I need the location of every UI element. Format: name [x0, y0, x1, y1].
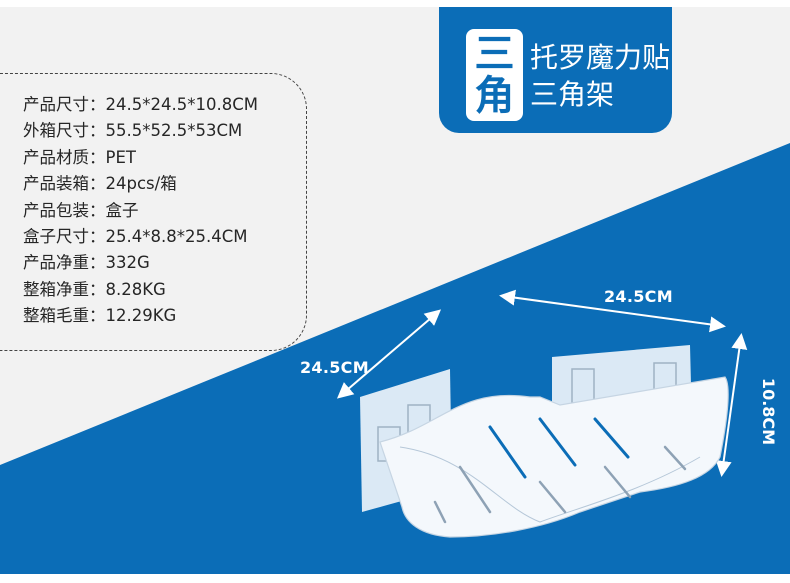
spec-row: 产品尺寸：24.5*24.5*10.8CM [23, 95, 258, 114]
spec-row: 整箱毛重：12.29KG [23, 306, 177, 326]
spec-row: 产品净重：332G [23, 253, 150, 273]
spec-row: 外箱尺寸：55.5*52.5*53CM [23, 121, 243, 141]
spec-row: 盒子尺寸：25.4*8.8*25.4CM [23, 226, 248, 246]
spec-row: 整箱净重：8.28KG [23, 279, 166, 299]
height-dimension-label: 10.8CM [759, 377, 779, 446]
title-icon-char: 角 [474, 73, 515, 119]
spec-dashed-frame [0, 73, 307, 351]
dimension-arrows [336, 289, 748, 477]
spec-row: 产品材质：PET [23, 147, 136, 167]
title-badge: 三 角 托罗魔力贴 三角架 [439, 7, 672, 133]
spec-row: 产品包装：盒子 [23, 200, 139, 220]
product-title: 托罗魔力贴 三角架 [530, 41, 671, 111]
width-dimension-label: 24.5CM [604, 287, 673, 306]
depth-dimension-label: 24.5CM [300, 358, 369, 377]
spec-row: 产品装箱：24pcs/箱 [23, 174, 177, 194]
product-banner: 产品尺寸：24.5*24.5*10.8CM 外箱尺寸：55.5*52.5*53C… [0, 7, 790, 574]
title-icon-box: 三 角 [466, 29, 523, 121]
title-icon-char: 三 [474, 31, 515, 77]
corner-shelf-image [360, 345, 729, 538]
spec-list: 产品尺寸：24.5*24.5*10.8CM 外箱尺寸：55.5*52.5*53C… [23, 92, 258, 330]
